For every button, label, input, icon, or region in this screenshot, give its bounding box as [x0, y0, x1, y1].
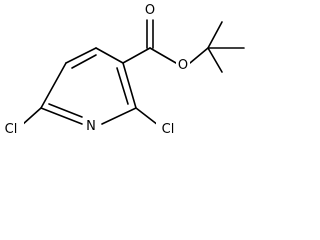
atom-labels: O O N Cl Cl	[0, 1, 190, 137]
ester-oxygen-bg	[176, 56, 190, 72]
ester-oxygen-label: O	[178, 58, 188, 73]
bond-carbonyl-to-ester-oxygen	[149, 47, 177, 64]
bond-ester-oxygen-to-tbutyl	[189, 47, 209, 64]
bond-n1-c6	[40, 107, 83, 125]
bond-c5-c4-inner	[71, 54, 97, 69]
bond-c5-c4	[65, 47, 97, 64]
bond-c2-cl	[135, 107, 159, 126]
ring-nitrogen-label: N	[86, 119, 96, 134]
bond-c4-c3	[95, 47, 124, 64]
substituent-bonds	[21, 19, 245, 126]
chlorine-right-label: Cl	[162, 122, 175, 137]
bond-tbutyl-methyl-down	[207, 47, 223, 73]
bond-tbutyl-methyl-top	[207, 21, 223, 49]
bond-n1-c6-inner	[48, 103, 83, 118]
bond-c3-c2	[122, 62, 137, 109]
ring-nitrogen-bg	[83, 117, 99, 133]
bond-c2-n1	[101, 107, 137, 125]
bond-c3-c2-inner	[116, 67, 129, 105]
molecular-structure: O O N Cl Cl	[0, 1, 245, 137]
pyridine-ring	[40, 47, 137, 125]
chlorine-left-label: Cl	[5, 122, 18, 137]
carbonyl-oxygen-bg	[143, 1, 157, 17]
carbonyl-oxygen-label: O	[145, 3, 155, 18]
bond-c6-c5	[40, 62, 67, 109]
chlorine-left-bg	[0, 120, 24, 136]
bond-c3-carbonyl-carbon	[122, 47, 151, 64]
bond-c6-cl	[21, 107, 42, 126]
chlorine-right-bg	[156, 120, 180, 136]
